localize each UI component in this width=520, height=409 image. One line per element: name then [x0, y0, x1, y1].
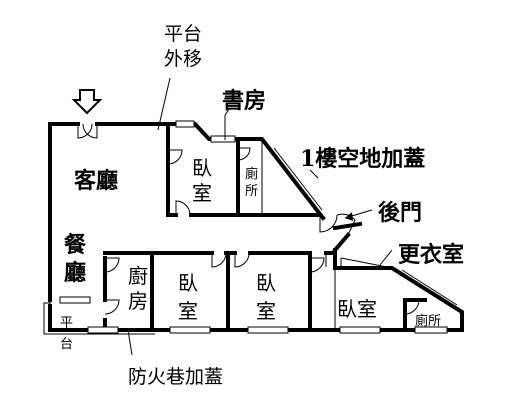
platform-move-note-line1: 平台 [164, 23, 202, 45]
dining-line1: 餐 [64, 232, 87, 258]
living-room-label: 客廳 [74, 168, 118, 194]
bedroom-b-line1: 臥 [256, 271, 276, 295]
thin-lines [261, 139, 393, 330]
bedroom-upper-line1: 臥 [192, 156, 212, 180]
dining-line2: 廳 [64, 260, 86, 286]
bathroom-upper-line1: 廁 [245, 166, 258, 182]
bedroom-b-line2: 室 [256, 299, 276, 323]
bedroom-c-label: 臥室 [337, 297, 377, 321]
bedroom-a-line1: 臥 [178, 271, 198, 295]
fire-lane-cover-note: 防火巷加蓋 [128, 366, 223, 388]
down-arrow-icon [71, 89, 103, 115]
bedroom-upper-line2: 室 [192, 181, 212, 205]
windows [59, 120, 458, 334]
labels: 平台 外移 書房 1樓空地加蓋 後門 更衣室 防火巷加蓋 客廳 臥 室 廁 所 … [60, 23, 464, 388]
bathroom-lower-label: 廁所 [415, 313, 441, 329]
platform-line1: 平 [60, 316, 73, 331]
platform-move-note-line2: 外移 [164, 48, 202, 70]
bathroom-upper-line2: 所 [245, 184, 258, 199]
platform-outline [43, 302, 155, 335]
kitchen-line2: 房 [128, 289, 148, 313]
lot-cover-note: 1樓空地加蓋 [300, 146, 425, 172]
doors [49, 123, 420, 315]
leader-lines [127, 77, 393, 356]
platform-line2: 台 [60, 337, 73, 352]
back-door-note: 後門 [378, 200, 422, 226]
study-label: 書房 [222, 88, 266, 114]
dressing-room-note: 更衣室 [398, 242, 464, 268]
kitchen-line1: 廚 [128, 264, 148, 288]
bedroom-a-line2: 室 [178, 299, 198, 323]
